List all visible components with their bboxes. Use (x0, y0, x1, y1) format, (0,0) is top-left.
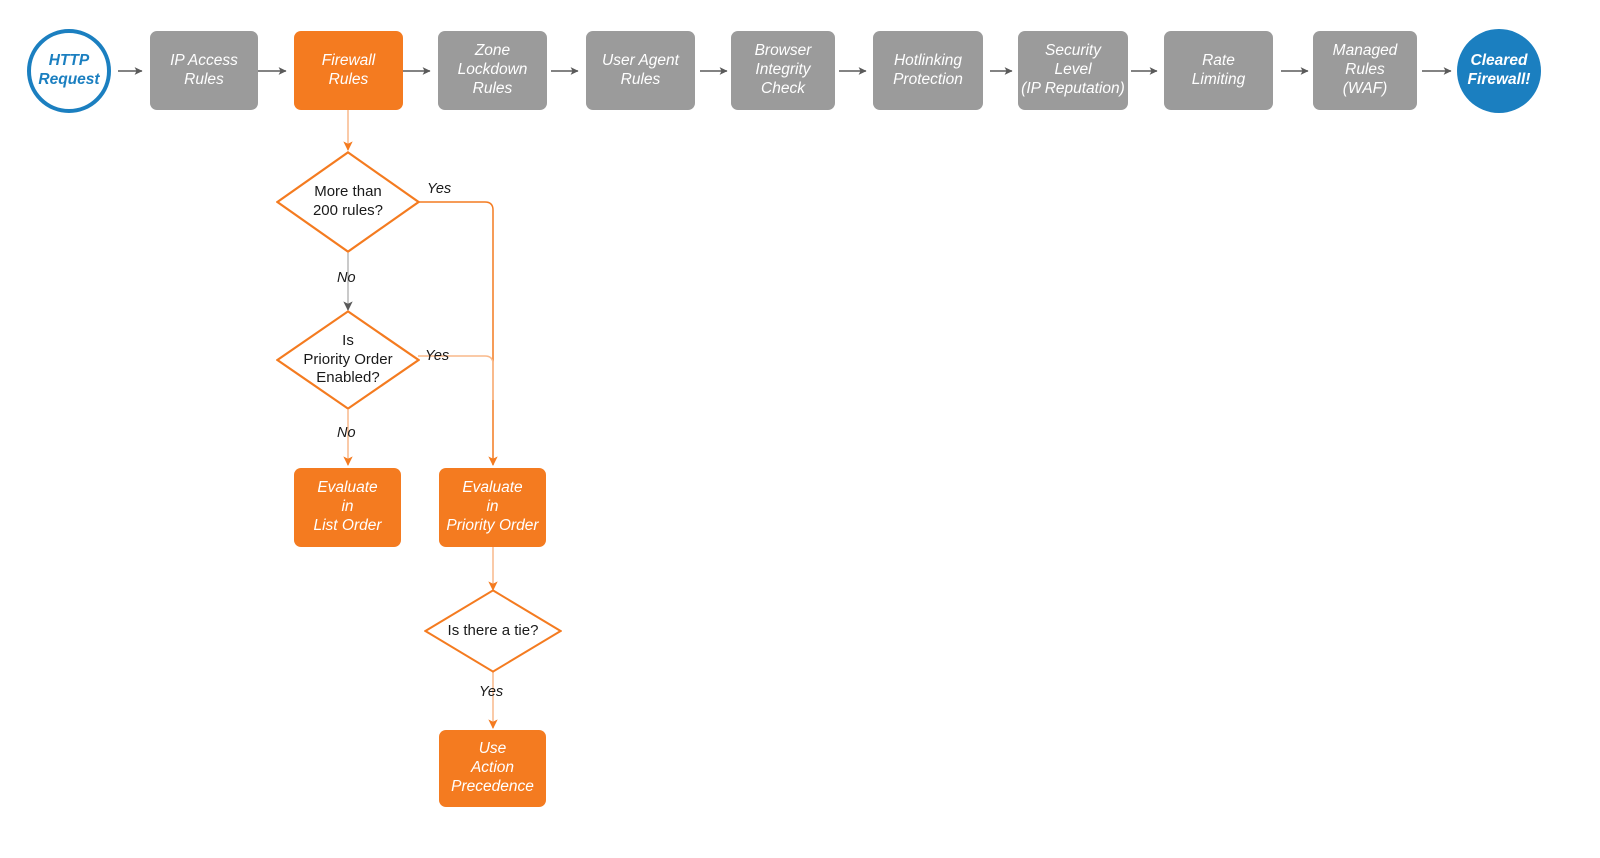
edge-label-yes-priority-order: Yes (425, 348, 450, 364)
decision-is-there-a-tie-label: Is there a tie? (447, 621, 539, 639)
diamond-shape (276, 151, 420, 253)
edge-label-yes-tie: Yes (479, 684, 504, 700)
decision-is-there-a-tie[interactable]: Is there a tie? (424, 589, 562, 673)
diamond-shape (276, 310, 420, 410)
edge-label-no-more-than-200: No (337, 270, 356, 286)
diamond-shape (424, 589, 562, 673)
edge-label-no-priority-order: No (337, 425, 356, 441)
edge-label-yes-more-than-200: Yes (427, 181, 452, 197)
